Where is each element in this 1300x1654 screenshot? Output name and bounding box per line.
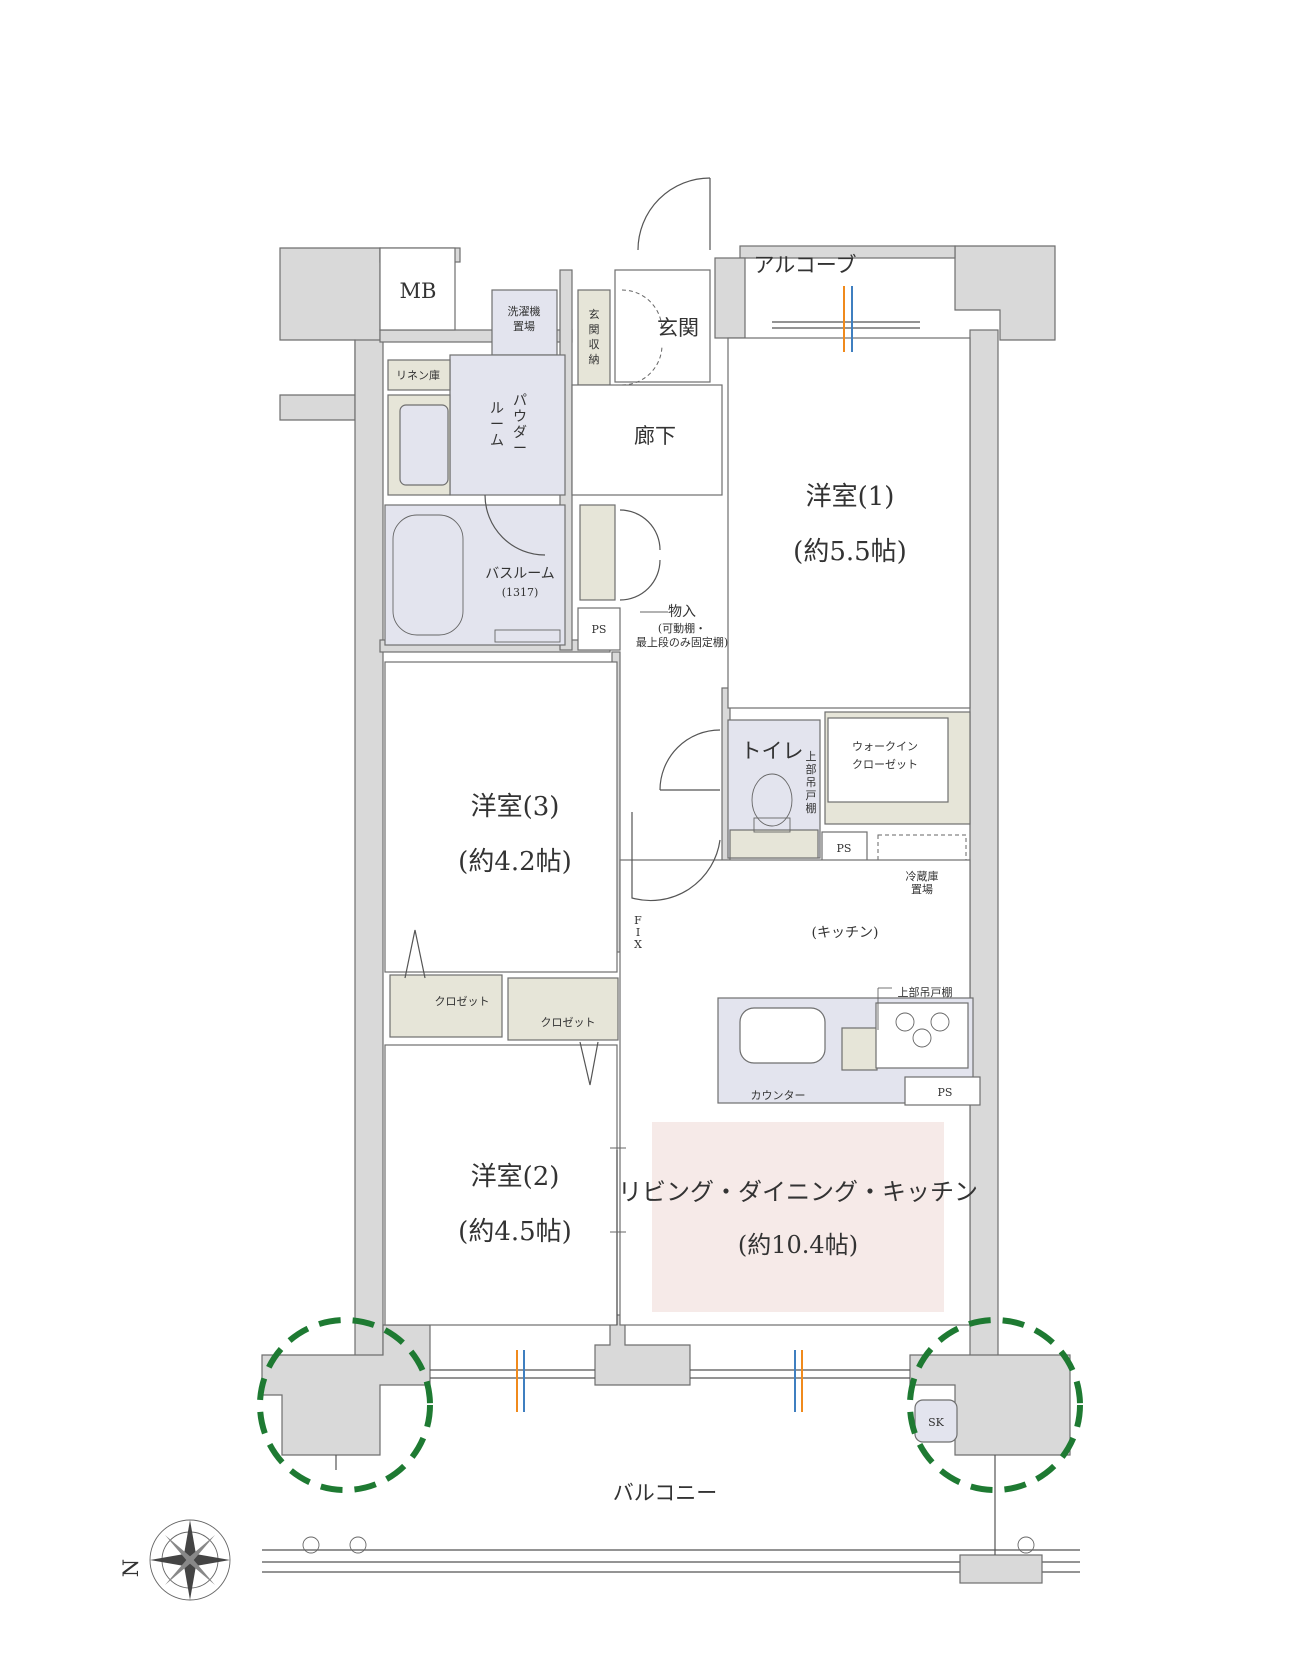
svg-text:収: 収: [589, 338, 600, 351]
ps-left: [577, 607, 621, 651]
counter-label: カウンター: [751, 1089, 806, 1102]
storage-note-2: 最上段のみ固定棚): [636, 635, 728, 649]
entrance-storage: [577, 289, 611, 386]
hallway-label: 廊下: [634, 424, 676, 448]
fix-label: F I X: [634, 914, 642, 951]
mb-label: MB: [400, 279, 437, 303]
upper-cabinet-vertical-label: 上 部 吊 戸 棚: [806, 750, 817, 815]
svg-text:ウ: ウ: [513, 409, 527, 425]
sk-label: SK: [928, 1416, 945, 1429]
svg-text:ー: ー: [490, 417, 504, 433]
balcony-label: バルコニー: [613, 1481, 718, 1505]
ps-kitchen-label: PS: [938, 1086, 953, 1099]
entrance-label: 玄関: [657, 316, 699, 340]
svg-text:戸: 戸: [806, 789, 817, 802]
bathroom: [384, 504, 566, 646]
western-2-name: 洋室(2): [471, 1162, 560, 1192]
svg-text:玄: 玄: [589, 307, 600, 321]
bath-size-label: (1317): [502, 586, 539, 599]
fridge-label-1: 冷蔵庫: [906, 869, 939, 883]
north-label: N: [119, 1559, 143, 1577]
western-room-3: [384, 661, 618, 973]
green-marker-left: [257, 1317, 433, 1493]
svg-text:納: 納: [589, 353, 600, 366]
powder-room: [449, 354, 566, 496]
svg-text:部: 部: [806, 762, 817, 776]
ps-kitchen: [904, 1076, 981, 1106]
western-room-1: [727, 337, 971, 709]
hallway: [571, 384, 723, 496]
mb-room: [379, 247, 456, 331]
alcove-label: アルコーブ: [753, 253, 856, 277]
svg-text:ム: ム: [490, 433, 504, 449]
powder-room-label: パ ウ ダ ー ル ー ム: [490, 393, 527, 457]
kitchen-label: (キッチン): [812, 925, 879, 941]
svg-text:パ: パ: [513, 393, 527, 409]
svg-text:F: F: [634, 914, 642, 927]
washer-label-1: 洗濯機: [508, 304, 541, 318]
pipe-markers: [516, 286, 853, 1412]
closet-left: [389, 974, 503, 1038]
ldk-name: リビング・ダイニング・キッチン: [618, 1178, 978, 1206]
svg-text:ル: ル: [490, 401, 504, 417]
ps-toilet-label: PS: [837, 842, 852, 855]
green-marker-right: [907, 1317, 1083, 1493]
linen-storage: [387, 359, 451, 391]
toilet-label: トイレ: [741, 739, 804, 763]
svg-text:上: 上: [806, 750, 817, 763]
svg-text:棚: 棚: [806, 801, 817, 815]
svg-text:X: X: [634, 938, 642, 951]
western-room-2: [384, 1044, 618, 1326]
walkin-label-2: クローゼット: [852, 758, 918, 771]
closet-right-label: クロゼット: [541, 1016, 596, 1029]
western-1-size: (約5.5帖): [793, 537, 907, 567]
walls: [261, 245, 1071, 1456]
entrance-storage-label: 玄 関 収 納: [589, 307, 600, 366]
linen-label: リネン庫: [396, 368, 440, 382]
svg-text:関: 関: [589, 323, 600, 336]
svg-text:吊: 吊: [806, 776, 817, 789]
entrance: [614, 269, 711, 383]
ldk-highlight: [652, 1122, 944, 1312]
door-swings: [262, 177, 1080, 1584]
bath-label: バスルーム: [485, 566, 555, 582]
ps-left-label: PS: [592, 623, 607, 636]
storage-closet: [579, 504, 616, 601]
svg-text:I: I: [636, 926, 640, 939]
upper-cabinet-label: 上部吊戸棚: [898, 985, 953, 999]
washer-area: [491, 289, 558, 356]
western-3-size: (約4.2帖): [458, 847, 572, 877]
sk-box: [914, 1399, 958, 1443]
fridge-label-2: 置場: [911, 883, 933, 896]
rooms-layer: [379, 247, 981, 1443]
western-3-name: 洋室(3): [471, 792, 560, 822]
svg-text:ダ: ダ: [513, 425, 527, 441]
labels: MB アルコーブ 玄関 玄 関 収 納 洗濯機 置場 リネン庫 パ ウ ダ ー …: [119, 253, 978, 1577]
closet-right: [507, 977, 619, 1041]
svg-text:ー: ー: [513, 441, 527, 457]
washer-label-2: 置場: [513, 320, 535, 333]
closet-left-label: クロゼット: [435, 995, 490, 1008]
storage-label: 物入: [668, 604, 696, 620]
compass-icon: [149, 1519, 231, 1601]
western-2-size: (約4.5帖): [458, 1217, 572, 1247]
ldk-size: (約10.4帖): [738, 1231, 858, 1259]
walkin-label-1: ウォークイン: [852, 740, 918, 753]
storage-note-1: (可動棚・: [658, 621, 706, 635]
western-1-name: 洋室(1): [806, 482, 895, 512]
